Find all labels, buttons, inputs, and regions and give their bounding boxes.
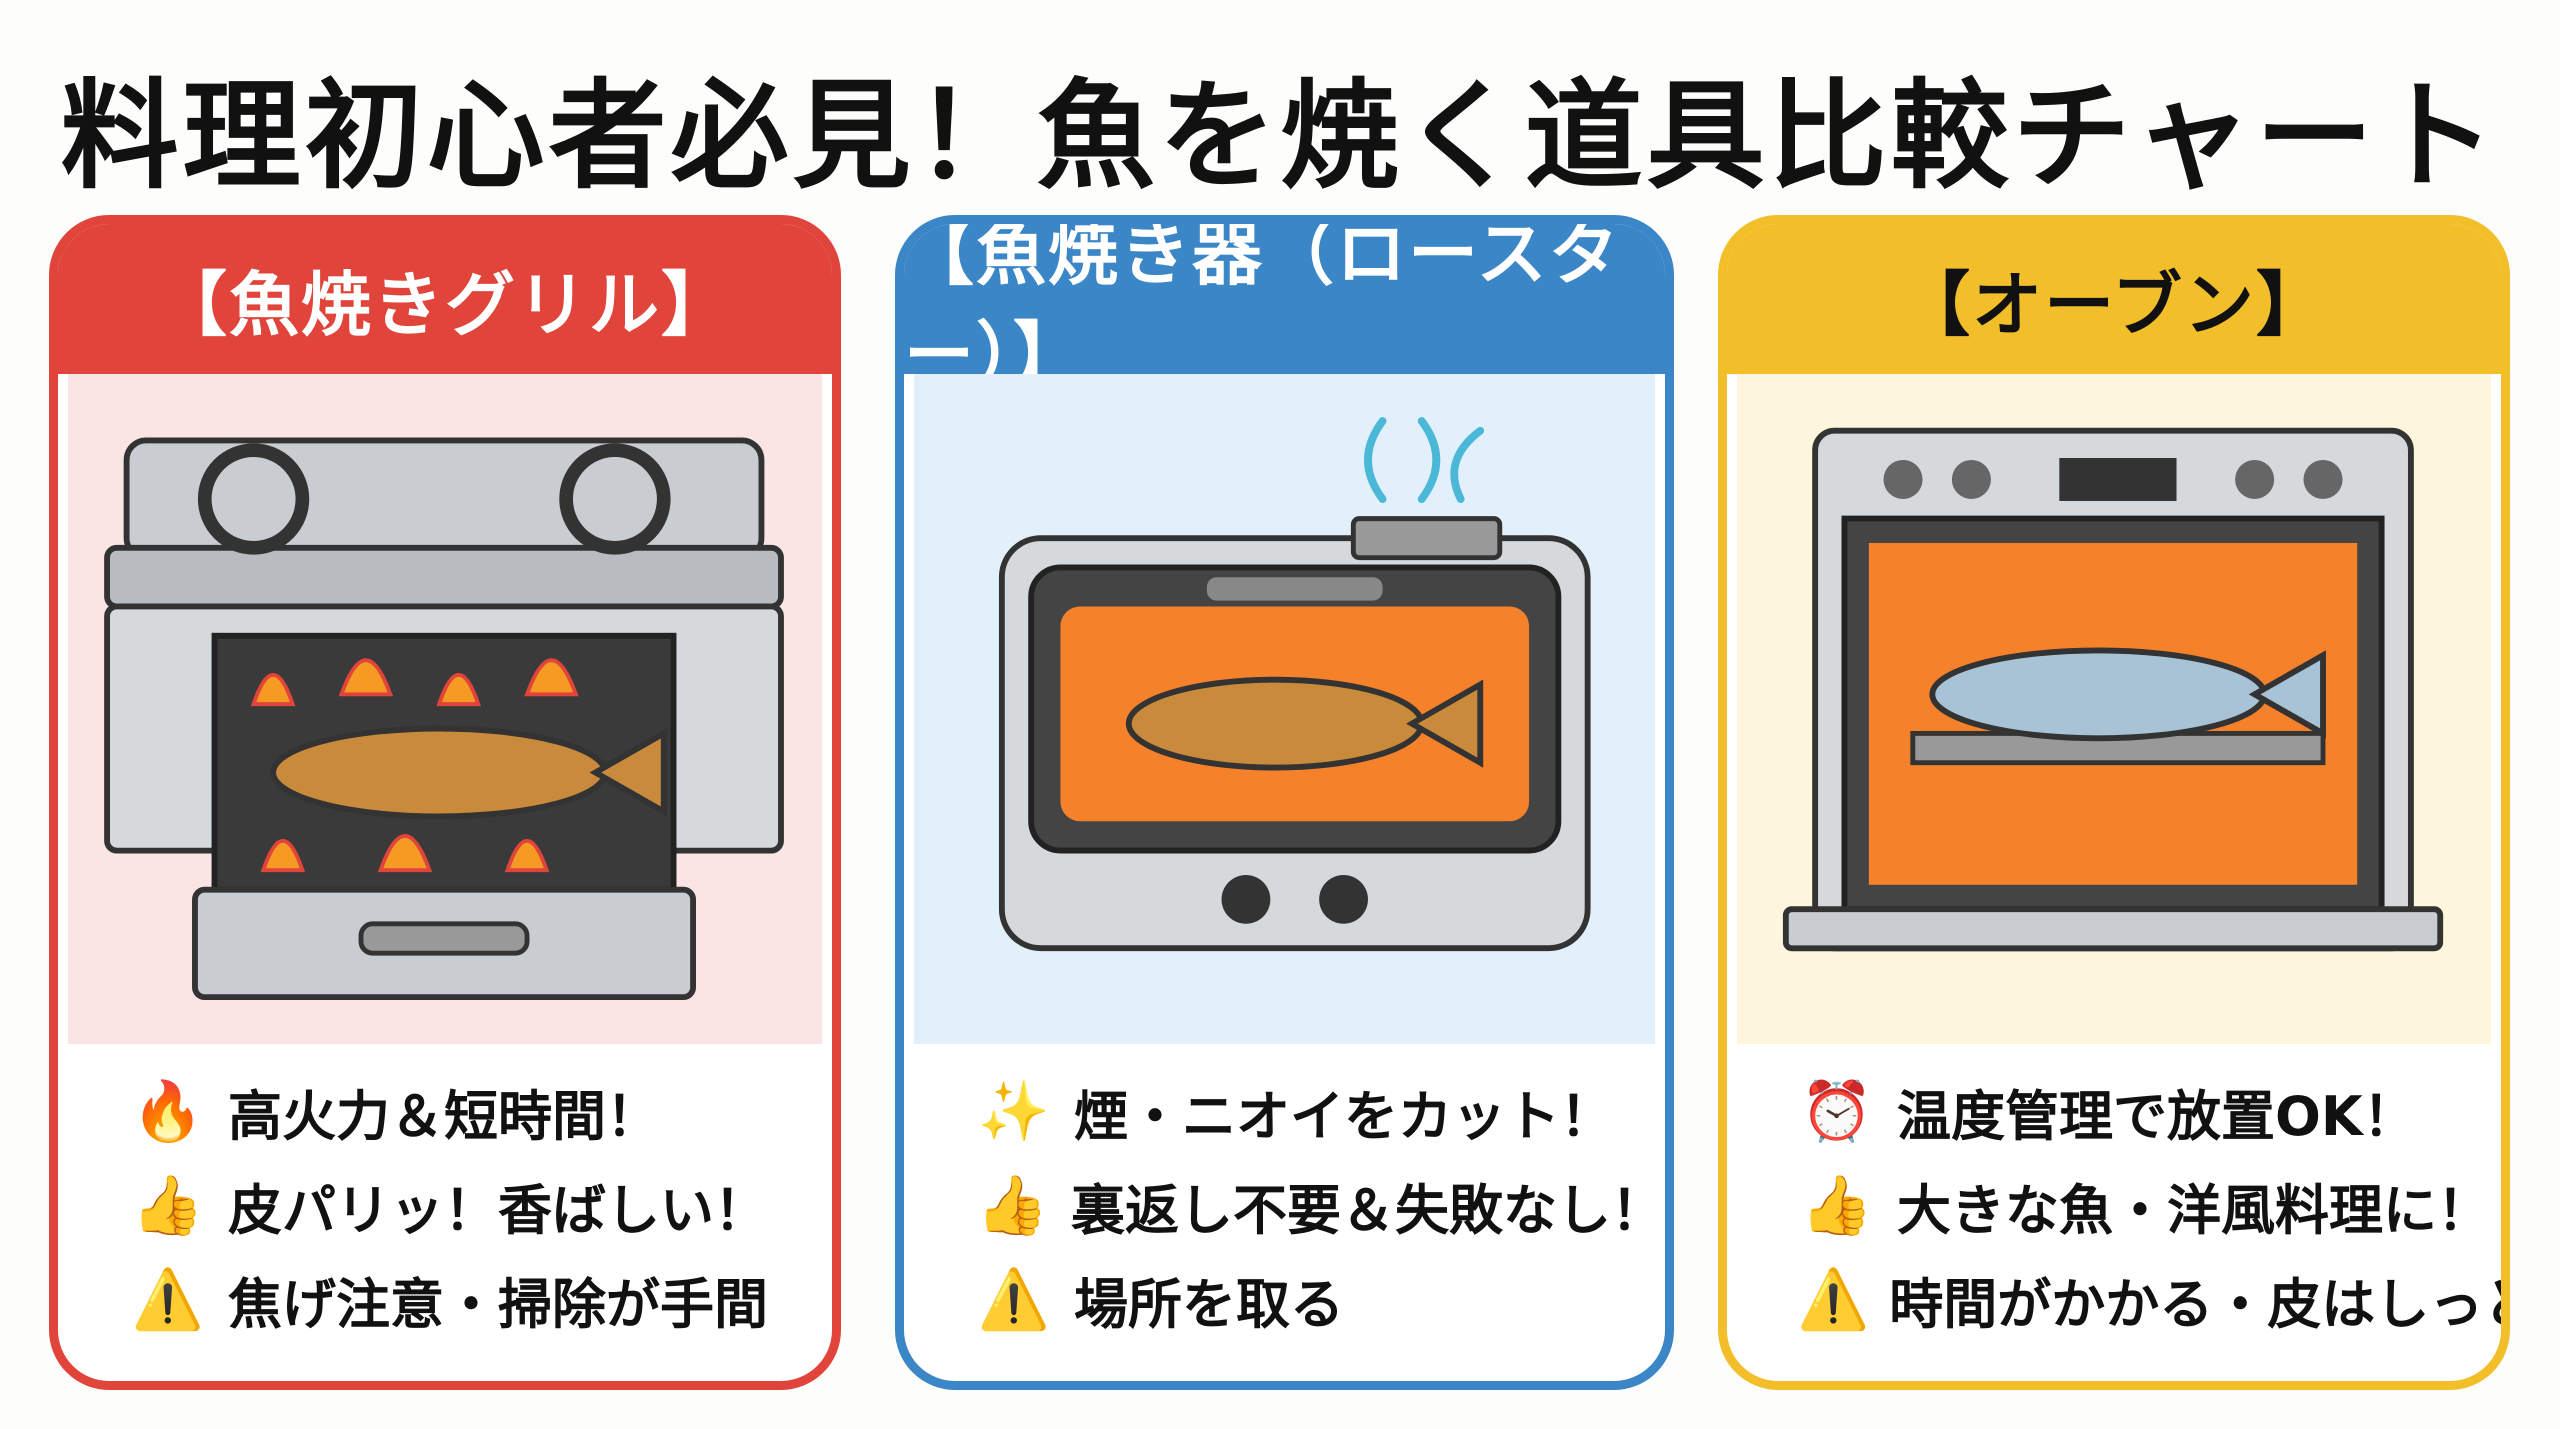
point-text: 高火力＆短時間！ [228,1084,660,1148]
card-header: 【魚焼き器（ロースター）】 [904,224,1665,396]
thumbs-up-icon: 👍 [131,1170,205,1239]
point-item: ⚠️ 焦げ注意・掃除が手間 [128,1252,832,1346]
point-text: 煙・ニオイをカット！ [1074,1084,1614,1148]
thumbs-up-icon: 👍 [976,1170,1049,1239]
card-fish-grill: 【魚焼きグリル】 🔥 高火力＆短時間！ 👍 皮パリッ！香ばしい！ ⚠️ 焦げ注意・掃除… [49,215,841,1390]
card-fish-roaster: 【魚焼き器（ロースター）】 ✨ 煙・ニオイをカット！ 👍 裏返し不要＆失敗なし！ ⚠… [895,215,1674,1390]
fish-roaster-illustration [914,374,1655,1044]
point-item: ⏰ 温度管理で放置OK！ [1797,1064,2501,1158]
card-header: 【オーブン】 [1727,224,2501,374]
warning-icon: ⚠️ [1797,1264,1870,1333]
page-title: 料理初心者必見！魚を焼く道具比較チャート [60,67,2500,205]
point-item: 👍 大きな魚・洋風料理に！ [1797,1158,2501,1252]
point-text: 焦げ注意・掃除が手間 [228,1272,768,1336]
point-text: 裏返し不要＆失敗なし！ [1071,1178,1665,1242]
warning-icon: ⚠️ [977,1264,1051,1333]
card-header: 【魚焼きグリル】 [58,224,832,374]
point-item: ⚠️ 場所を取る [974,1252,1665,1346]
point-text: 皮パリッ！香ばしい！ [228,1178,768,1242]
point-text: 時間がかかる・皮はしっとり [1889,1272,2501,1336]
point-text: 場所を取る [1074,1272,1344,1336]
point-item: 🔥 高火力＆短時間！ [128,1064,832,1158]
card-oven: 【オーブン】 ⏰ 温度管理で放置OK！ 👍 大きな魚・洋風料理に！ ⚠️ 時間がかかる… [1718,215,2510,1390]
point-item: 👍 裏返し不要＆失敗なし！ [974,1158,1665,1252]
point-item: 👍 皮パリッ！香ばしい！ [128,1158,832,1252]
point-item: ⚠️ 時間がかかる・皮はしっとり [1797,1252,2501,1346]
alarm-clock-icon: ⏰ [1800,1076,1874,1145]
thumbs-up-icon: 👍 [1800,1170,1874,1239]
oven-illustration [1737,374,2491,1044]
point-text: 温度管理で放置OK！ [1897,1084,2417,1148]
point-text: 大きな魚・洋風料理に！ [1897,1178,2491,1242]
fire-icon: 🔥 [131,1076,205,1145]
warning-icon: ⚠️ [131,1264,205,1333]
sparkles-icon: ✨ [977,1076,1051,1145]
point-item: ✨ 煙・ニオイをカット！ [974,1064,1665,1158]
gas-stove-grill-illustration [68,374,822,1044]
